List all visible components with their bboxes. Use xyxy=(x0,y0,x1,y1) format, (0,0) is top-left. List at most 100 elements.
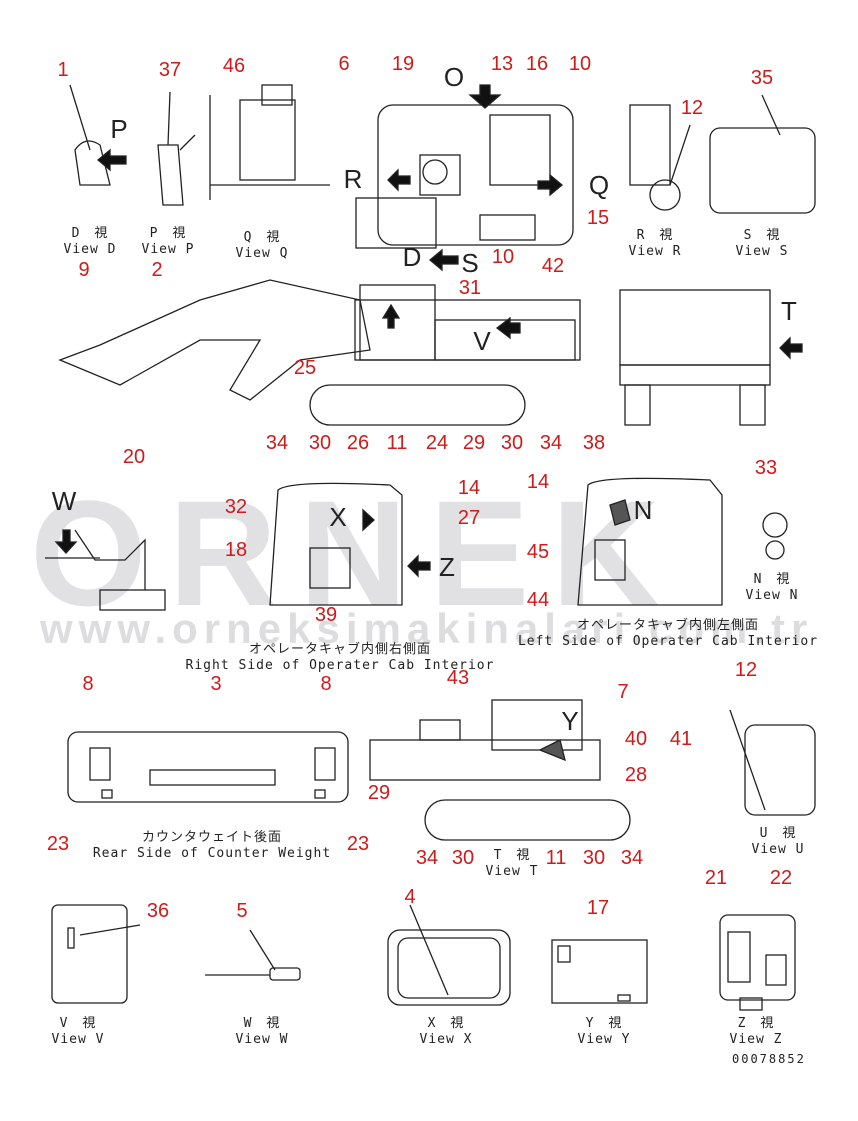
view-q-drawing xyxy=(209,84,330,200)
view-letter-v: V xyxy=(473,326,491,356)
rear-view-drawing xyxy=(619,289,803,426)
view-letter-d: D xyxy=(402,242,422,272)
callout-30: 30 xyxy=(308,432,332,454)
view-p-drawing xyxy=(157,91,196,206)
callout-34c: 34 xyxy=(415,847,439,869)
right-cab-drawing xyxy=(269,482,431,606)
callout-14b: 14 xyxy=(526,471,550,493)
callout-34b: 34 xyxy=(539,432,563,454)
callout-12b: 12 xyxy=(734,659,758,681)
drawing-code: 00078852 xyxy=(732,1052,806,1066)
callout-23b: 23 xyxy=(346,833,370,855)
callout-10: 10 xyxy=(568,53,592,75)
callout-27: 27 xyxy=(457,507,481,529)
callout-44: 44 xyxy=(526,589,550,611)
callout-3: 3 xyxy=(210,673,222,695)
view-u-drawing xyxy=(729,709,816,816)
callout-18: 18 xyxy=(224,539,248,561)
callout-20: 20 xyxy=(122,446,146,468)
view-d-drawing xyxy=(69,84,127,186)
callout-9: 9 xyxy=(78,259,90,281)
callout-29b: 29 xyxy=(367,782,391,804)
view-s-drawing xyxy=(709,94,816,214)
callout-21: 21 xyxy=(704,867,728,889)
view-letter-n: N xyxy=(633,495,653,525)
callout-45: 45 xyxy=(526,541,550,563)
callout-1: 1 xyxy=(57,59,69,81)
callout-7: 7 xyxy=(617,681,629,703)
callout-38: 38 xyxy=(582,432,606,454)
callout-16: 16 xyxy=(525,53,549,75)
callout-8: 8 xyxy=(82,673,94,695)
watermark-url: www.orneksimakinalari.com.tr xyxy=(40,605,814,652)
callout-35: 35 xyxy=(750,67,774,89)
counterweight-drawing xyxy=(67,731,349,803)
view-letter-o: O xyxy=(443,62,465,92)
callout-13: 13 xyxy=(490,53,514,75)
callout-15: 15 xyxy=(586,207,610,229)
view-y-drawing xyxy=(551,939,648,1004)
view-letter-q: Q xyxy=(588,170,610,200)
view-letter-w: W xyxy=(51,486,77,516)
callout-10b: 10 xyxy=(491,246,515,268)
view-letter-z: Z xyxy=(439,552,455,582)
callout-42: 42 xyxy=(541,255,565,277)
callout-26: 26 xyxy=(346,432,370,454)
callout-14: 14 xyxy=(457,477,481,499)
view-letter-y: Y xyxy=(561,706,579,736)
view-x-drawing xyxy=(387,904,511,1006)
view-w-drawing xyxy=(205,929,301,981)
callout-30b: 30 xyxy=(500,432,524,454)
callout-33: 33 xyxy=(754,457,778,479)
callout-34d: 34 xyxy=(620,847,644,869)
callout-12: 12 xyxy=(680,97,704,119)
excavator-rear-side-drawing xyxy=(369,699,631,841)
callout-8b: 8 xyxy=(320,673,332,695)
callout-24: 24 xyxy=(425,432,449,454)
callout-28: 28 xyxy=(624,764,648,786)
callout-30c: 30 xyxy=(451,847,475,869)
callout-22: 22 xyxy=(769,867,793,889)
callout-39: 39 xyxy=(314,604,338,626)
seat-view-drawing xyxy=(45,529,166,611)
callout-31: 31 xyxy=(458,277,482,299)
callout-11b: 11 xyxy=(545,847,567,869)
callout-4: 4 xyxy=(404,886,416,908)
callout-43: 43 xyxy=(446,667,470,689)
view-letter-p: P xyxy=(110,114,128,144)
callout-5: 5 xyxy=(236,900,248,922)
callout-25: 25 xyxy=(293,357,317,379)
callout-19: 19 xyxy=(391,53,415,75)
view-n-drawing xyxy=(762,512,788,560)
view-letter-r: R xyxy=(343,164,363,194)
callout-34: 34 xyxy=(265,432,289,454)
view-letter-x: X xyxy=(329,502,347,532)
callout-11: 11 xyxy=(386,432,408,454)
callout-6: 6 xyxy=(338,53,350,75)
callout-37: 37 xyxy=(158,59,182,81)
left-cab-drawing xyxy=(577,477,723,606)
watermark-logo: ORNEK xyxy=(30,469,682,637)
top-view-drawing xyxy=(355,84,574,272)
callout-2: 2 xyxy=(151,259,163,281)
view-v-drawing xyxy=(51,904,141,1004)
callout-46: 46 xyxy=(222,55,246,77)
